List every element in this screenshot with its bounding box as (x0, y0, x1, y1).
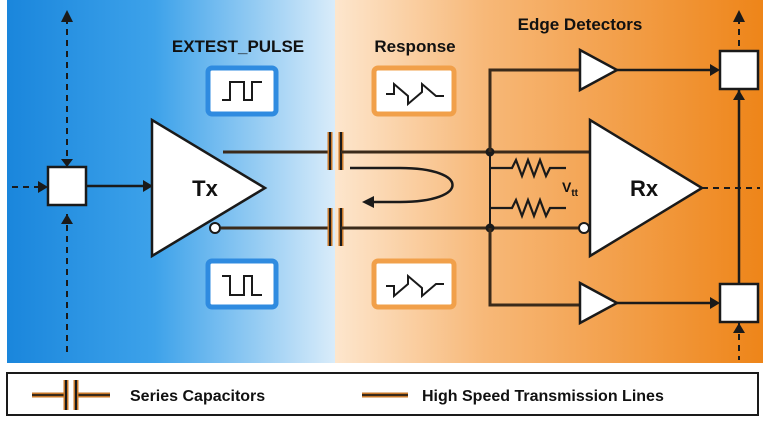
response-label: Response (374, 37, 455, 56)
rx-triangle-icon (588, 117, 705, 259)
edge-detectors-label: Edge Detectors (518, 15, 643, 34)
detector-top-out-arrow (710, 64, 720, 76)
termination-resistor-top (490, 156, 566, 180)
vtt-label: Vtt (562, 179, 579, 199)
resistor-icon (490, 156, 566, 180)
top-detector-wire (488, 68, 582, 152)
rx-invert-bubble (578, 222, 590, 234)
capacitor-legend-icon (32, 380, 110, 410)
extest-pulse-label: EXTEST_PULSE (172, 37, 304, 56)
response-waveform-bottom (371, 258, 457, 310)
tx-boundary-cell (46, 165, 88, 207)
ac-coupled-response-waveform-icon (386, 81, 444, 107)
response-waveform-top (371, 65, 457, 117)
tx-invert-bubble (209, 222, 221, 234)
cell-to-tx-arrow (143, 180, 153, 192)
termination-resistor-bottom (490, 196, 566, 220)
legend: Series Capacitors High Speed Transmissio… (6, 372, 759, 416)
ac-coupled-response-waveform-icon (386, 273, 444, 299)
tx-triangle-icon (150, 117, 268, 259)
left-scan-path (12, 10, 73, 355)
reflection-arrowhead (362, 196, 374, 208)
edge-detector-top-icon (578, 47, 620, 93)
square-pulse-waveform-icon (222, 275, 262, 296)
extest-pulse-waveform-bottom (205, 258, 279, 310)
tx-label: Tx (192, 176, 218, 201)
extest-pulse-waveform-top (205, 65, 279, 117)
bottom-detector-wire (488, 228, 582, 307)
rx-boundary-cell-top (718, 49, 760, 91)
edge-detector-bottom-icon (578, 280, 620, 326)
rx-receiver: Rx (578, 117, 705, 259)
tx-buffer: Tx (150, 117, 268, 259)
square-pulse-waveform-icon (222, 81, 262, 101)
legend-series-capacitors: Series Capacitors (130, 388, 265, 405)
reflection-loop-arrow (350, 166, 454, 204)
right-scan-path (733, 10, 745, 360)
detector-bottom-out-arrow (710, 297, 720, 309)
tx-cell-top-arrow (61, 159, 73, 167)
resistor-icon (490, 196, 566, 220)
rx-label: Rx (630, 176, 659, 201)
rx-boundary-cell-bottom (718, 282, 760, 324)
legend-transmission-lines: High Speed Transmission Lines (422, 388, 664, 405)
